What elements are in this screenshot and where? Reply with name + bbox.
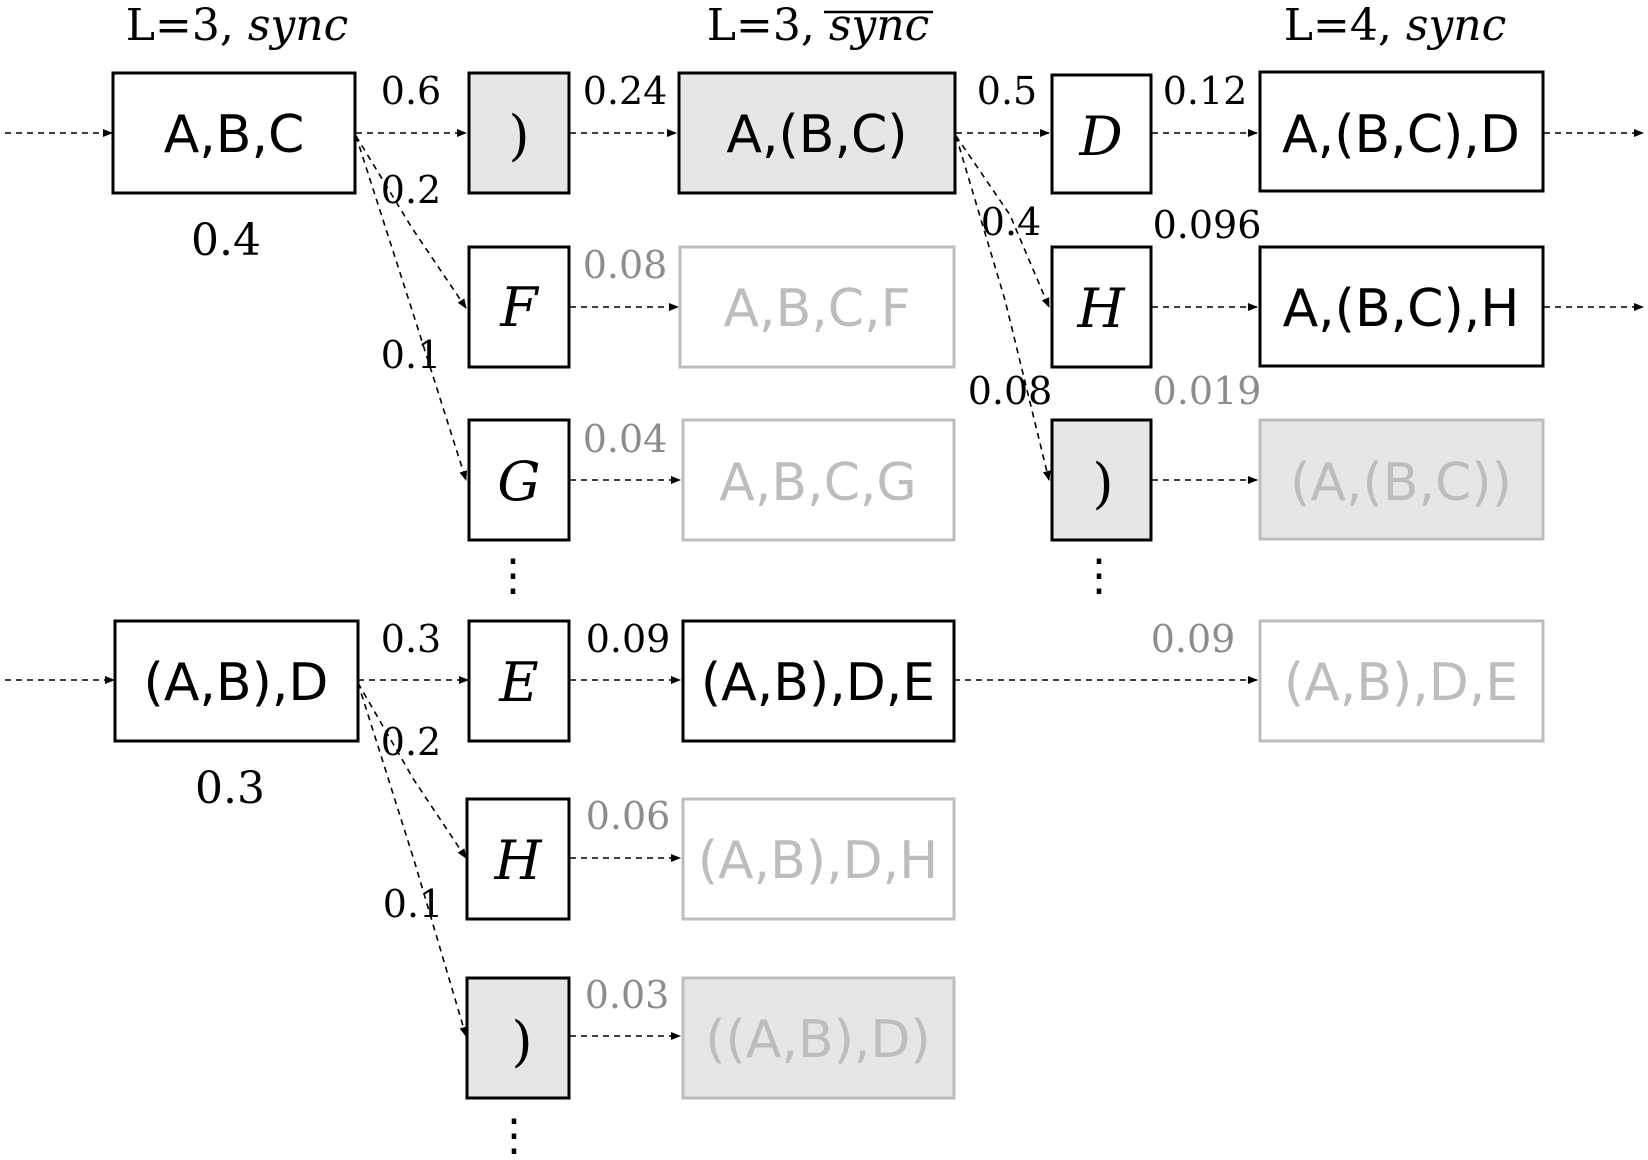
beam2-result-pruned-h-label: (A,B),D,H [698,831,939,891]
beam2-cum2: 0.03 [585,973,670,1017]
beam1-final-close-label: (A,(B,C)) [1290,453,1512,513]
beam2-token-e: E [498,651,538,714]
beam2-edge0-prob: 0.3 [381,617,441,661]
beam1-token-g-node: G [467,418,571,542]
header-col3: L=4, sync [1284,0,1506,51]
beam2-edge2-prob: 0.1 [383,882,443,926]
beam1-next-cum0: 0.12 [1163,69,1248,113]
beam2-cum1: 0.06 [586,794,671,838]
beam1-result-kept-label: A,(B,C) [726,105,907,165]
beam1-next-cum1: 0.096 [1153,203,1262,247]
beam1-next-token-d: D [1078,105,1122,168]
beam2-token-close-node: ) [465,976,571,1100]
beam1-final-h: A,(B,C),H [1258,245,1545,368]
beam1-token-close: ) [508,104,529,167]
beam1-token-f: F [499,276,540,339]
beam1-next-cum2: 0.019 [1153,369,1262,413]
beam1-result-kept: A,(B,C) [677,71,957,195]
beam1-edge1-prob: 0.2 [381,168,441,212]
beam2-edges [5,676,1258,1040]
beam1-cum0: 0.24 [583,69,668,113]
beam1-result-pruned-f-label: A,B,C,F [723,279,910,339]
beam2-result-pruned-close-label: ((A,B),D) [705,1010,931,1070]
beam1-next-ellipsis: ⋮ [1077,550,1121,601]
beam1-final-h-label: A,(B,C),H [1283,279,1520,339]
beam1-final-close: (A,(B,C)) [1258,418,1545,541]
beam1-token-g: G [497,450,540,513]
beam1-final-d-label: A,(B,C),D [1282,105,1520,165]
header-col2: L=3, sync [707,0,929,51]
beam2-result-kept: (A,B),D,E [681,619,956,743]
beam1-token-close-node: ) [467,71,571,195]
beam2-input-node: (A,B),D [113,619,360,743]
beam1-token-f-node: F [467,245,571,369]
beam2-ellipsis: ⋮ [492,1110,536,1160]
beam1-edge2-prob: 0.1 [381,333,441,377]
beam1-score: 0.4 [191,215,261,266]
beam2-cum0: 0.09 [586,617,671,661]
beam2-edge1-prob: 0.2 [381,720,441,764]
beam2-input-label: (A,B),D [144,653,329,713]
beam1-next-token-close-node: ) [1050,418,1153,542]
beam2-token-h: H [493,829,542,892]
beam1-input-node: A,B,C [111,71,357,195]
beam1-next2-prob: 0.08 [968,369,1053,413]
beam2-result-pruned-close: ((A,B),D) [681,976,956,1100]
beam1-edges [5,129,1644,484]
beam1-result-pruned-f: A,B,C,F [678,245,956,369]
beam2-carry-cum: 0.09 [1151,617,1236,661]
beam2-carry-result-label: (A,B),D,E [1284,653,1518,713]
beam1-final-d: A,(B,C),D [1258,70,1545,193]
beam2-token-e-node: E [467,619,571,743]
beam2-score: 0.3 [195,763,265,814]
beam1-next-token-h-node: H [1050,245,1153,369]
beam1-result-pruned-g: A,B,C,G [681,418,956,542]
beam1-edge0-prob: 0.6 [381,69,441,113]
beam1-next-token-d-node: D [1050,73,1153,195]
header-col1: L=3, sync [126,0,348,51]
beam1-cum2: 0.04 [583,417,668,461]
beam2-token-close: ) [511,1010,532,1073]
beam1-next-token-close: ) [1092,452,1113,515]
beam2-result-pruned-h: (A,B),D,H [681,797,956,921]
beam1-next-token-h: H [1076,277,1125,340]
beam1-cum1: 0.08 [583,243,668,287]
beam1-result-pruned-g-label: A,B,C,G [719,453,916,513]
beam1-input-label: A,B,C [164,105,305,165]
beam1-next1-prob: 0.4 [981,200,1041,244]
beam1-ellipsis: ⋮ [491,550,535,601]
beam2-token-h-node: H [465,797,571,921]
beam2-carry-result: (A,B),D,E [1258,619,1545,743]
beam2-result-kept-label: (A,B),D,E [701,653,935,713]
beam1-next0-prob: 0.5 [977,69,1037,113]
